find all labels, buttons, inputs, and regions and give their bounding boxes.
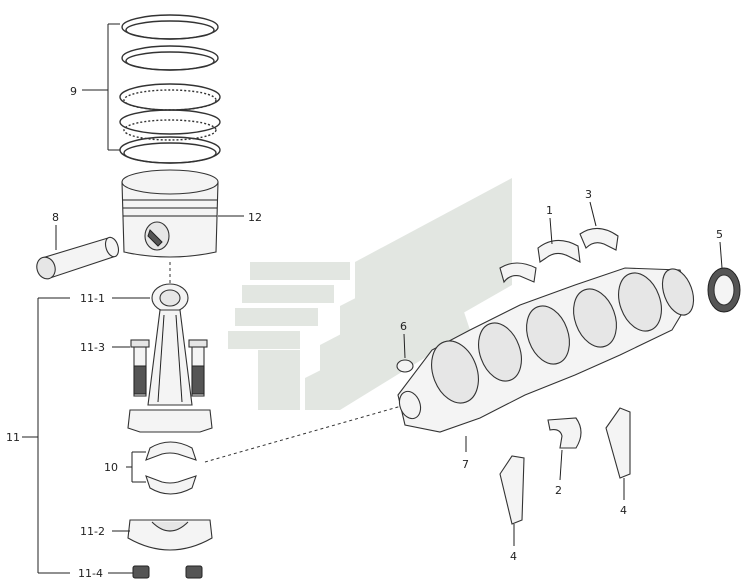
main-bearing-flanged xyxy=(579,227,619,251)
label-3: 3 xyxy=(585,188,592,201)
label-11-4: 11-4 xyxy=(78,567,103,580)
leader-lines xyxy=(22,23,723,574)
label-4-lower: 4 xyxy=(510,550,517,563)
label-11: 11 xyxy=(6,431,20,444)
label-10: 10 xyxy=(104,461,118,474)
label-1: 1 xyxy=(546,204,553,217)
label-12: 12 xyxy=(248,211,262,224)
label-11-1: 11-1 xyxy=(80,292,105,305)
label-5: 5 xyxy=(716,228,723,241)
label-2: 2 xyxy=(555,484,562,497)
pilot-bushing xyxy=(396,359,414,373)
label-6: 6 xyxy=(400,320,407,333)
crankshaft xyxy=(397,267,695,433)
label-7: 7 xyxy=(462,458,469,471)
oil-seal xyxy=(707,267,741,313)
piston xyxy=(121,169,219,258)
piston-pin xyxy=(36,236,120,280)
label-8: 8 xyxy=(52,211,59,224)
logo-watermark xyxy=(228,178,512,410)
main-bearing-upper xyxy=(499,239,581,284)
label-9: 9 xyxy=(70,85,77,98)
connecting-rod xyxy=(127,283,213,433)
rod-cap xyxy=(127,519,213,551)
main-bearing-lower xyxy=(547,417,582,449)
thrust-washer-1 xyxy=(499,455,525,525)
label-4-right: 4 xyxy=(620,504,627,517)
label-11-3: 11-3 xyxy=(80,341,105,354)
rod-bearing-shells xyxy=(145,441,197,495)
rod-bolts xyxy=(130,339,208,397)
thrust-washer-2 xyxy=(605,407,631,479)
piston-rings xyxy=(119,14,221,164)
label-11-2: 11-2 xyxy=(80,525,105,538)
rod-nuts xyxy=(132,565,203,579)
